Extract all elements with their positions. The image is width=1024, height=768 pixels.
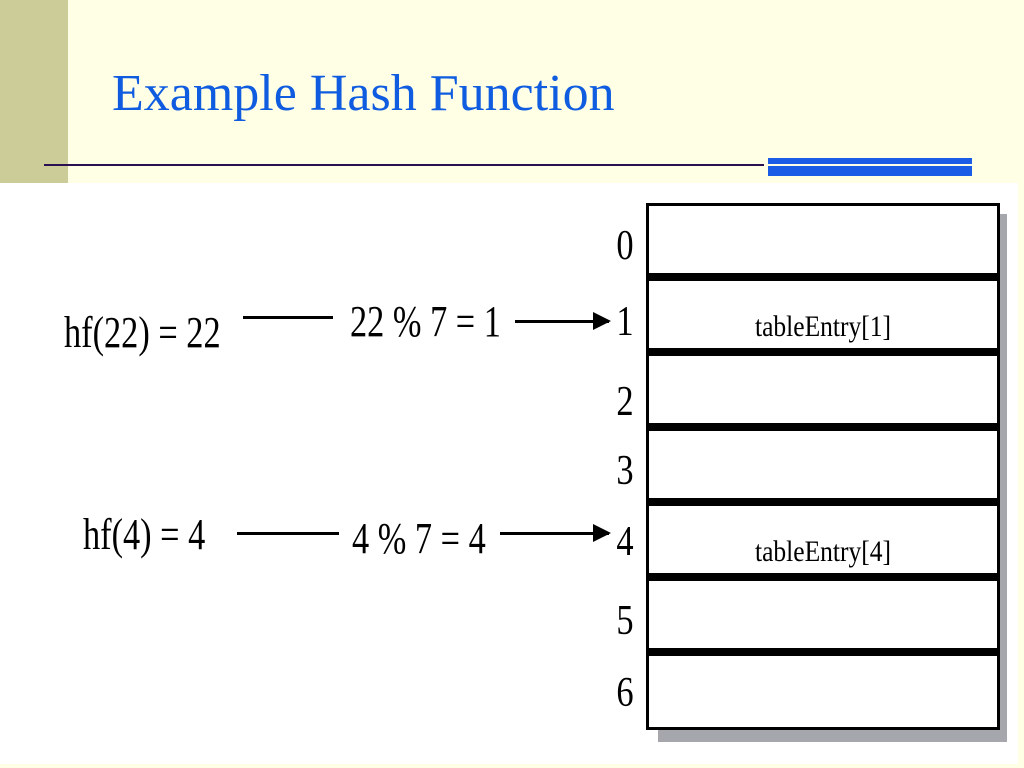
table-index-label: 5	[616, 598, 634, 644]
table-index-label: 6	[616, 670, 634, 716]
slot-divider	[649, 498, 997, 506]
table-index-label: 0	[616, 223, 634, 269]
connector-line	[243, 316, 333, 319]
connector-line	[237, 532, 339, 535]
table-index-label: 2	[616, 379, 634, 425]
title-underline	[44, 164, 764, 166]
table-slot	[649, 506, 997, 573]
table-slot	[649, 581, 997, 648]
modulo-text: 22 % 7 = 1	[350, 297, 501, 346]
slot-divider	[649, 348, 997, 356]
arrow	[500, 524, 611, 542]
arrow	[515, 312, 611, 330]
slide-title: Example Hash Function	[112, 65, 615, 122]
hash-function-text: hf(4) = 4	[83, 510, 206, 559]
title-accent-bar	[768, 158, 972, 176]
table-slot	[649, 206, 997, 273]
table-index-label: 1	[616, 299, 634, 345]
table-slot	[649, 356, 997, 423]
hash-table: tableEntry[1] tableEntry[4]	[646, 203, 1000, 730]
slot-divider	[649, 273, 997, 281]
hash-function-text: hf(22) = 22	[64, 308, 221, 357]
table-slot	[649, 431, 997, 498]
table-slot	[649, 656, 997, 723]
table-slot	[649, 281, 997, 348]
table-entry-label: tableEntry[4]	[755, 535, 891, 568]
modulo-text: 4 % 7 = 4	[352, 514, 486, 563]
table-index-label: 4	[616, 519, 634, 565]
table-index-label: 3	[616, 448, 634, 494]
table-entry-label: tableEntry[1]	[755, 310, 891, 343]
left-accent-bar	[0, 0, 68, 183]
slot-divider	[649, 573, 997, 581]
slot-divider	[649, 423, 997, 431]
slot-divider	[649, 648, 997, 656]
